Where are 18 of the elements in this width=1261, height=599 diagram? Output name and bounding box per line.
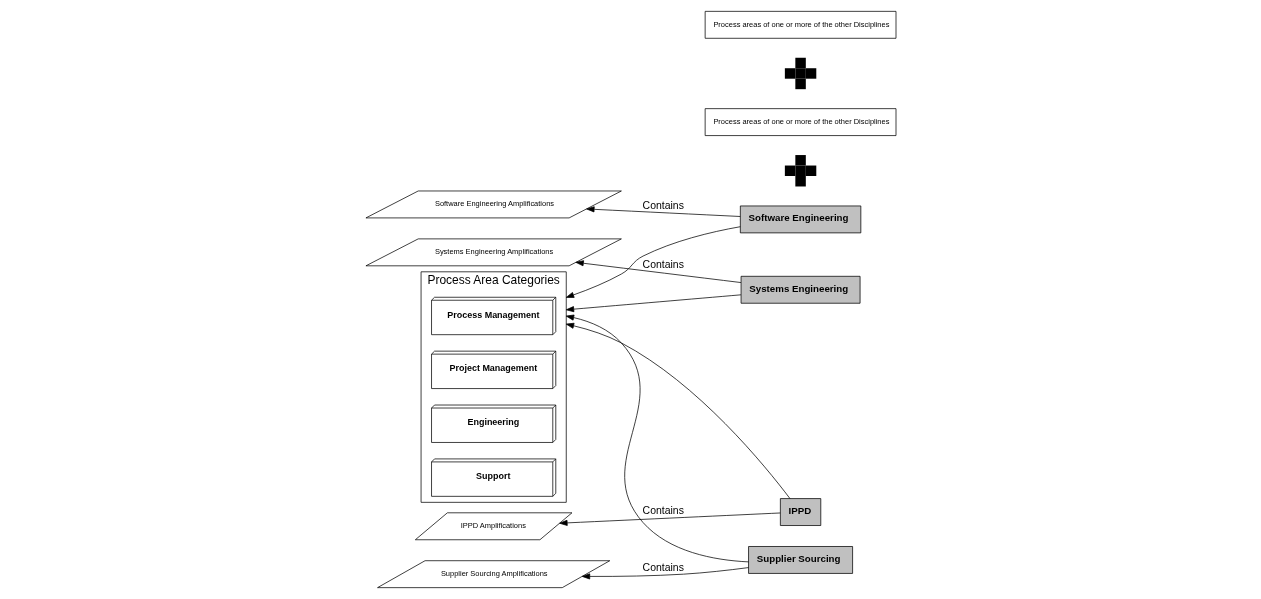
arrow [565,322,790,499]
arrow [581,567,749,580]
node-box: Process areas of one or more of the other Disciplines [704,108,896,136]
arrow [558,512,781,526]
arrow [565,294,741,313]
edge-label: Contains [642,259,684,271]
node-box: Supplier Sourcing [747,546,853,574]
arrow [565,226,741,298]
edge-label: Contains [642,505,684,517]
node-box: Software Engineering [739,205,861,234]
edge-label: Contains [642,562,684,574]
node-box: Systems Engineering [740,275,860,304]
arrow [565,314,749,563]
arrow [575,260,741,283]
node-box: Process areas of one or more of the other Disciplines [704,10,896,39]
arrow [585,206,741,217]
edge-label: Contains [642,200,684,212]
node-box: IPPD [779,498,821,526]
